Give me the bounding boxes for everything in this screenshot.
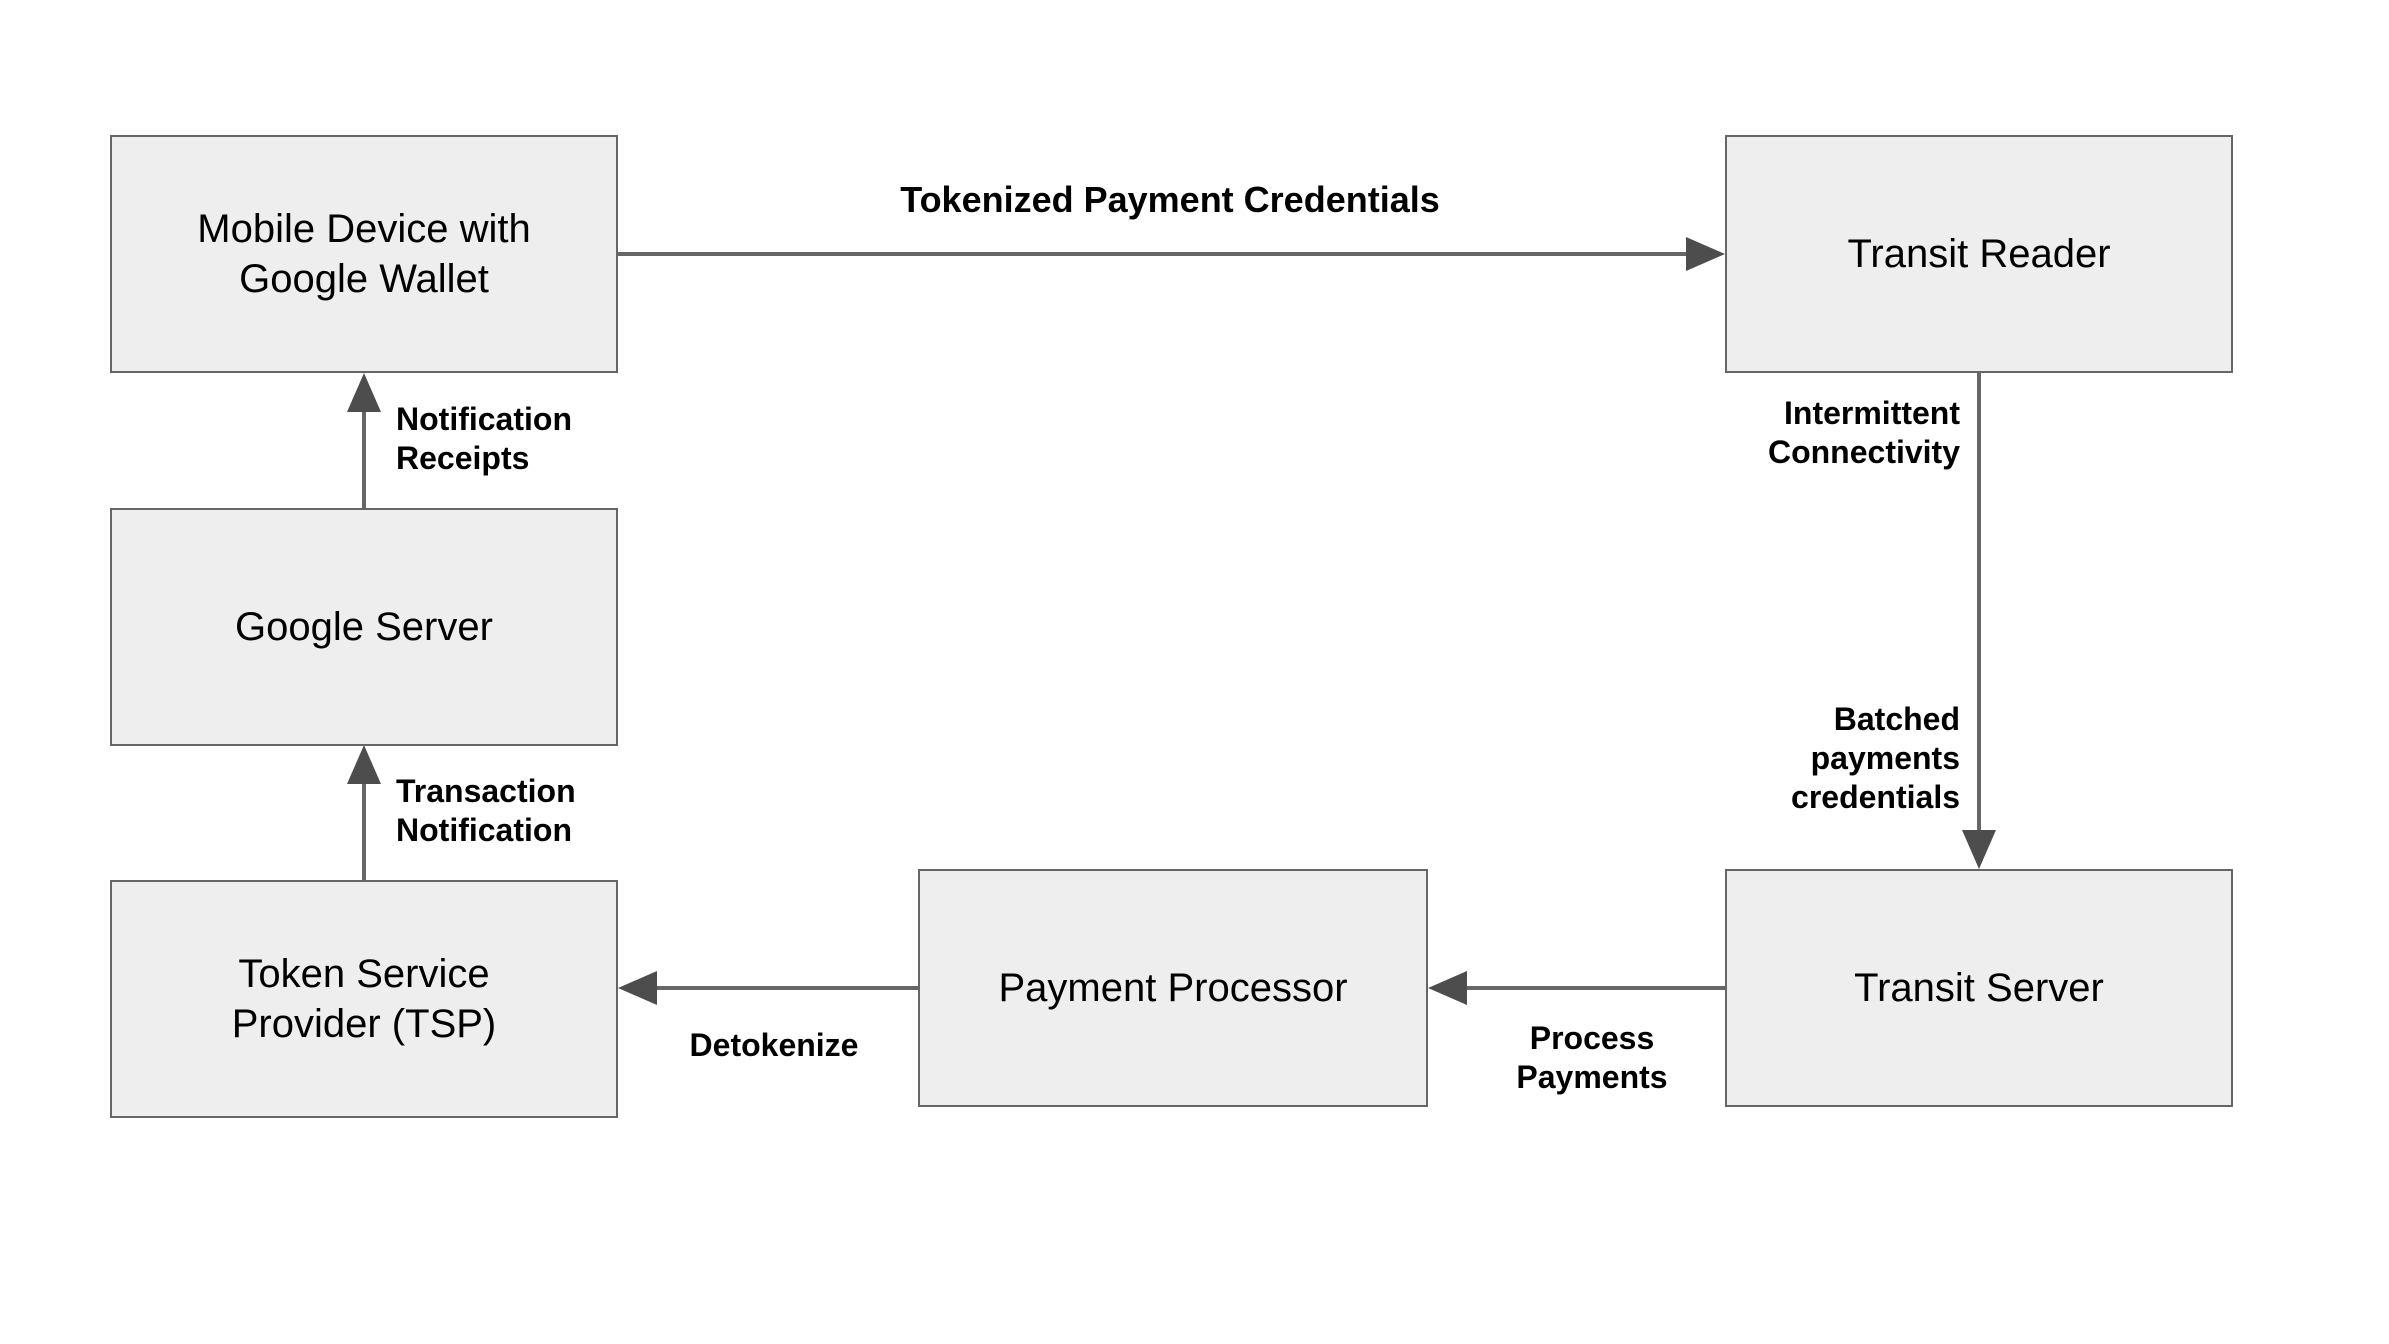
edge-label-intermittent-connectivity: Intermittent Connectivity — [1767, 395, 1960, 471]
node-token-service-provider[interactable]: Token Service Provider (TSP) — [110, 880, 618, 1118]
edge-transit-server-to-processor — [1428, 971, 1725, 1005]
edge-label-batched-payments-credentials: Batched payments credentials — [1791, 701, 1960, 816]
edge-tsp-to-google-server — [347, 745, 381, 880]
node-payment-processor[interactable]: Payment Processor — [918, 869, 1428, 1107]
node-transit-reader[interactable]: Transit Reader — [1725, 135, 2233, 373]
edge-label-notification-receipts: Notification Receipts — [396, 401, 572, 477]
edge-google-server-to-mobile — [347, 373, 381, 508]
node-google-server[interactable]: Google Server — [110, 508, 618, 746]
edge-label-tokenized-payment-credentials: Tokenized Payment Credentials — [900, 179, 1440, 220]
node-mobile-device[interactable]: Mobile Device with Google Wallet — [110, 135, 618, 373]
edge-label-detokenize: Detokenize — [689, 1027, 859, 1063]
node-transit-server[interactable]: Transit Server — [1725, 869, 2233, 1107]
edge-label-process-payments: Process Payments — [1516, 1020, 1668, 1096]
edge-reader-to-transit-server — [1962, 373, 1996, 869]
edge-label-transaction-notification: Transaction Notification — [396, 773, 576, 849]
edge-mobile-to-reader — [618, 237, 1725, 271]
edge-processor-to-tsp — [618, 971, 918, 1005]
